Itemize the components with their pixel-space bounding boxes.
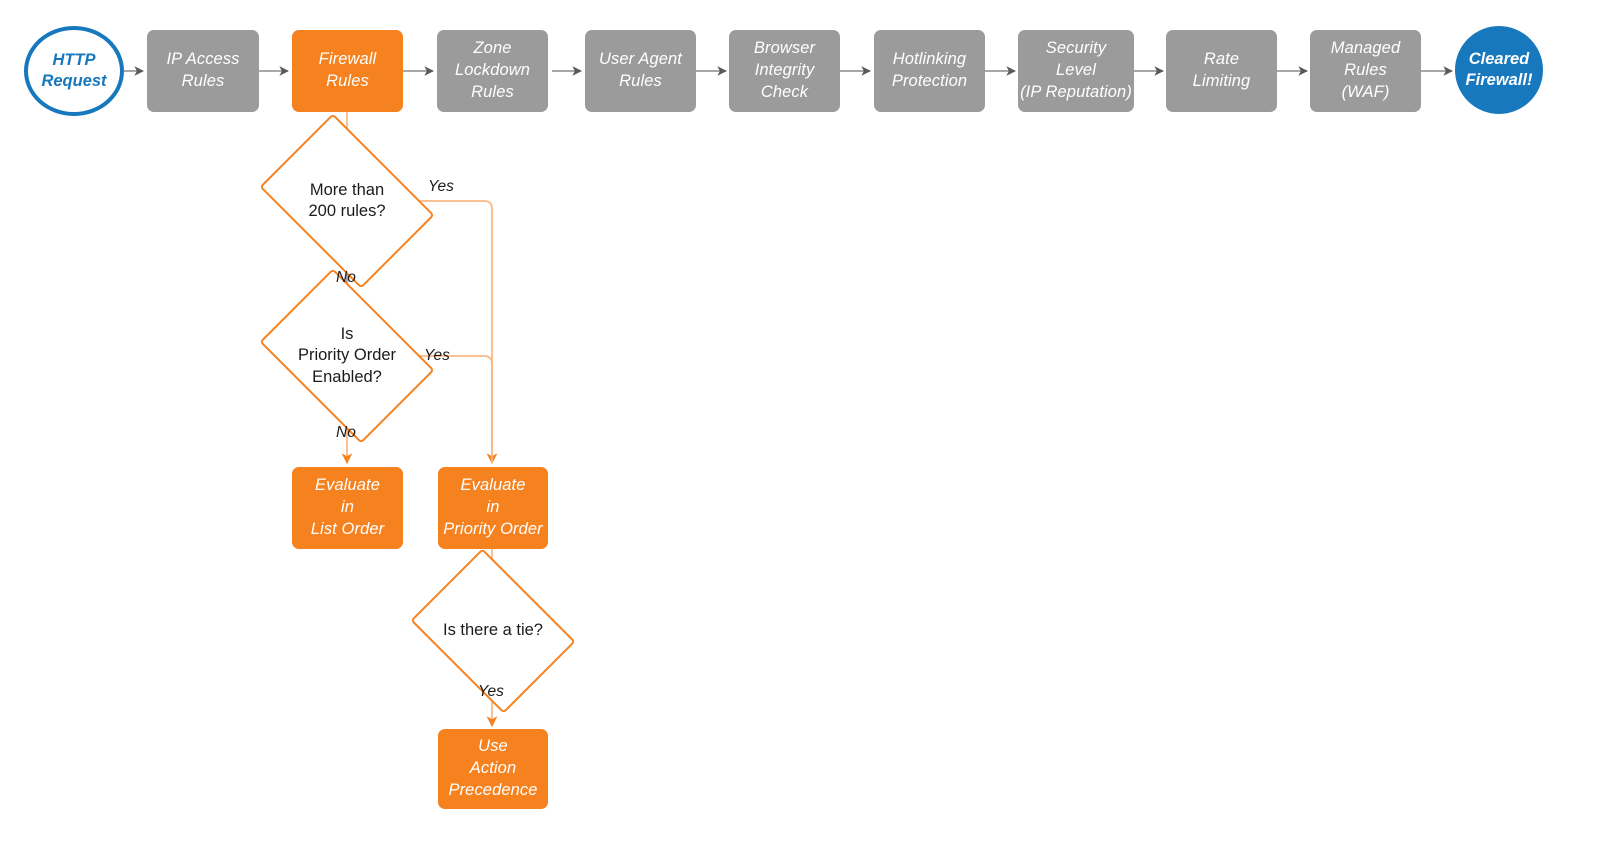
node-evaluate-in-priority-order[interactable]: Evaluate in Priority Order xyxy=(438,467,548,549)
decision-more-than-200-rules[interactable]: More than 200 rules? xyxy=(259,113,435,289)
node-evaluate-in-list-order[interactable]: Evaluate in List Order xyxy=(292,467,403,549)
edge-label-priority-order-no: No xyxy=(336,424,356,441)
node-managed-rules-waf[interactable]: Managed Rules (WAF) xyxy=(1310,30,1421,112)
edge-decision200-yes xyxy=(417,200,498,465)
node-http-request[interactable]: HTTP Request xyxy=(24,26,124,116)
node-browser-integrity-check-label: Browser Integrity Check xyxy=(753,39,816,101)
edge-label-tie-yes: Yes xyxy=(478,683,504,700)
edge-label-more-than-200-no: No xyxy=(336,269,356,286)
node-browser-integrity-check[interactable]: Browser Integrity Check xyxy=(729,30,840,112)
node-hotlinking-protection-label: Hotlinking Protection xyxy=(891,50,968,90)
edge-label-priority-order-yes: Yes xyxy=(424,347,450,364)
node-firewall-rules[interactable]: Firewall Rules xyxy=(292,30,403,112)
decision-more-than-200-rules-label: More than 200 rules? xyxy=(308,180,386,220)
node-cleared-firewall[interactable]: Cleared Firewall! xyxy=(1455,26,1543,114)
node-zone-lockdown-rules[interactable]: Zone Lockdown Rules xyxy=(437,30,548,112)
node-evaluate-in-list-order-label: Evaluate in List Order xyxy=(310,476,385,538)
node-firewall-rules-label: Firewall Rules xyxy=(318,50,377,90)
node-evaluate-in-priority-order-label: Evaluate in Priority Order xyxy=(443,476,543,538)
node-cleared-firewall-label: Cleared Firewall! xyxy=(1465,49,1533,89)
decision-is-priority-order-enabled[interactable]: Is Priority Order Enabled? xyxy=(259,268,435,444)
decision-is-there-a-tie-label: Is there a tie? xyxy=(443,621,543,640)
node-http-request-label: HTTP Request xyxy=(41,50,107,90)
node-managed-rules-waf-label: Managed Rules (WAF) xyxy=(1330,39,1401,101)
node-use-action-precedence-label: Use Action Precedence xyxy=(448,737,538,799)
node-hotlinking-protection[interactable]: Hotlinking Protection xyxy=(874,30,985,112)
node-use-action-precedence[interactable]: Use Action Precedence xyxy=(438,729,548,809)
decision-is-there-a-tie[interactable]: Is there a tie? xyxy=(410,548,576,714)
node-ip-access-rules[interactable]: IP Access Rules xyxy=(147,30,259,112)
edge-label-more-than-200-yes: Yes xyxy=(428,178,454,195)
node-security-level[interactable]: Security Level (IP Reputation) xyxy=(1018,30,1134,112)
node-ip-access-rules-label: IP Access Rules xyxy=(166,50,240,90)
node-rate-limiting[interactable]: Rate Limiting xyxy=(1166,30,1277,112)
node-user-agent-rules[interactable]: User Agent Rules xyxy=(585,30,696,112)
node-user-agent-rules-label: User Agent Rules xyxy=(599,50,682,90)
node-zone-lockdown-rules-label: Zone Lockdown Rules xyxy=(454,39,531,101)
decision-is-priority-order-enabled-label: Is Priority Order Enabled? xyxy=(297,324,397,386)
node-security-level-label: Security Level (IP Reputation) xyxy=(1020,39,1132,101)
node-rate-limiting-label: Rate Limiting xyxy=(1192,50,1251,90)
